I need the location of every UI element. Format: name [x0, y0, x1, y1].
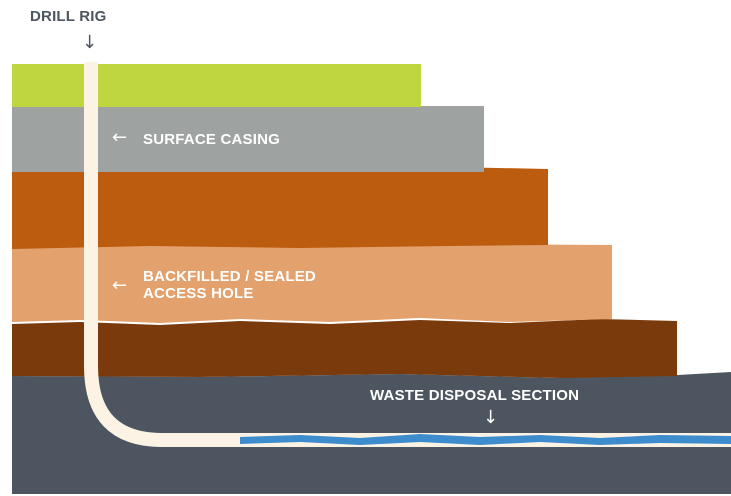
rust-orange-rock-layer [12, 167, 548, 249]
down-arrow-icon: ↓ [483, 407, 499, 428]
down-arrow-icon: ↓ [82, 32, 98, 53]
surface-casing-label: SURFACE CASING [143, 131, 280, 148]
drill-rig-text: DRILL RIG [30, 8, 107, 25]
green-surface-layer [12, 64, 421, 107]
backfilled-sealed-label: BACKFILLED / SEALED ACCESS HOLE [143, 268, 316, 302]
backfilled-line-1: BACKFILLED / SEALED [143, 268, 316, 285]
backfilled-line-2: ACCESS HOLE [143, 285, 254, 302]
surface-casing-text: SURFACE CASING [143, 131, 280, 148]
waste-disposal-band [240, 434, 731, 445]
borehole [84, 62, 731, 447]
drill-rig-label: DRILL RIG [30, 8, 107, 25]
left-arrow-icon: ← [112, 127, 128, 148]
slate-rock-layer [12, 370, 731, 494]
dark-brown-rock-layer [12, 319, 677, 378]
tan-rock-layer [12, 244, 612, 323]
waste-disposal-label: WASTE DISPOSAL SECTION [370, 387, 579, 404]
left-arrow-icon: ← [112, 275, 128, 296]
waste-disposal-text: WASTE DISPOSAL SECTION [370, 387, 580, 404]
